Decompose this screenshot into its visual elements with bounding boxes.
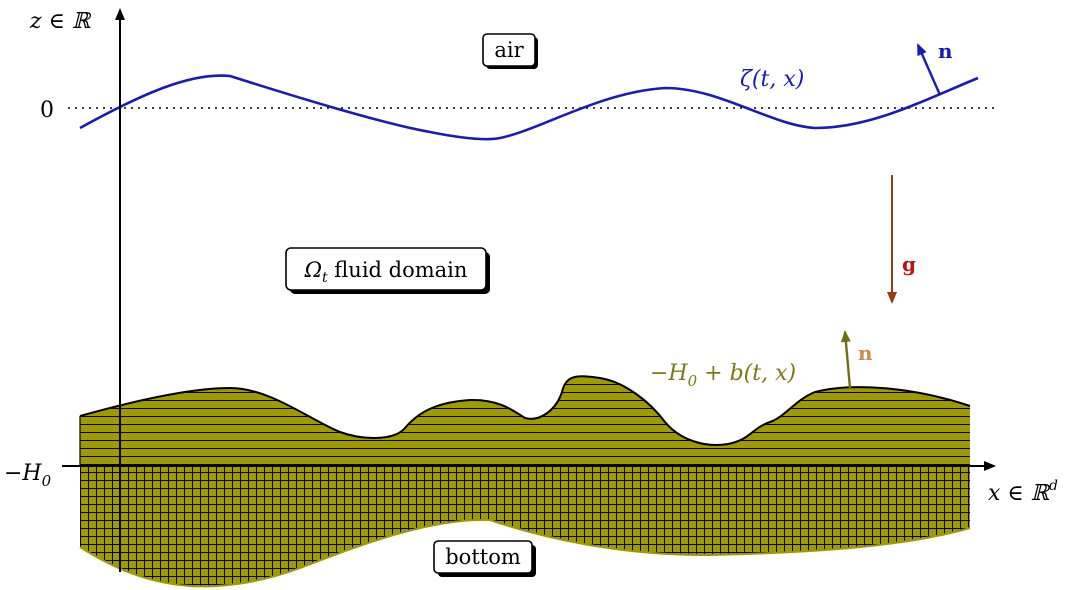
air-label: air	[494, 38, 524, 62]
air-label-box: air	[482, 33, 538, 69]
bottom-normal-arrow	[840, 330, 852, 389]
fluid-domain-label: Ωt fluid domain	[304, 258, 468, 286]
free-surface-curve	[79, 74, 979, 141]
surface-normal-arrow	[916, 43, 942, 96]
bottom-label-box: bottom	[433, 540, 536, 577]
minus-h0-label: −H0	[4, 461, 52, 490]
bottom-label: bottom	[445, 545, 521, 569]
gravity-label: g	[902, 252, 916, 276]
z-axis-label: z ∈ ℝ	[29, 9, 92, 34]
surface-normal-label: n	[938, 39, 953, 63]
zeta-label: ζ(t, x)	[740, 67, 804, 92]
fluid-domain-label-box: Ωt fluid domain	[285, 247, 490, 294]
solid-bottom-region	[80, 465, 970, 587]
bottom-normal-label: n	[858, 341, 873, 365]
solid-bottom-outline	[79, 518, 971, 588]
bottom-topography-region	[80, 376, 970, 465]
zero-level-label: 0	[40, 98, 54, 123]
bottom-equation-label: −H0 + b(t, x)	[650, 361, 796, 390]
x-axis-label: x ∈ ℝd	[988, 478, 1058, 506]
bottom-topography-curve	[79, 375, 971, 446]
